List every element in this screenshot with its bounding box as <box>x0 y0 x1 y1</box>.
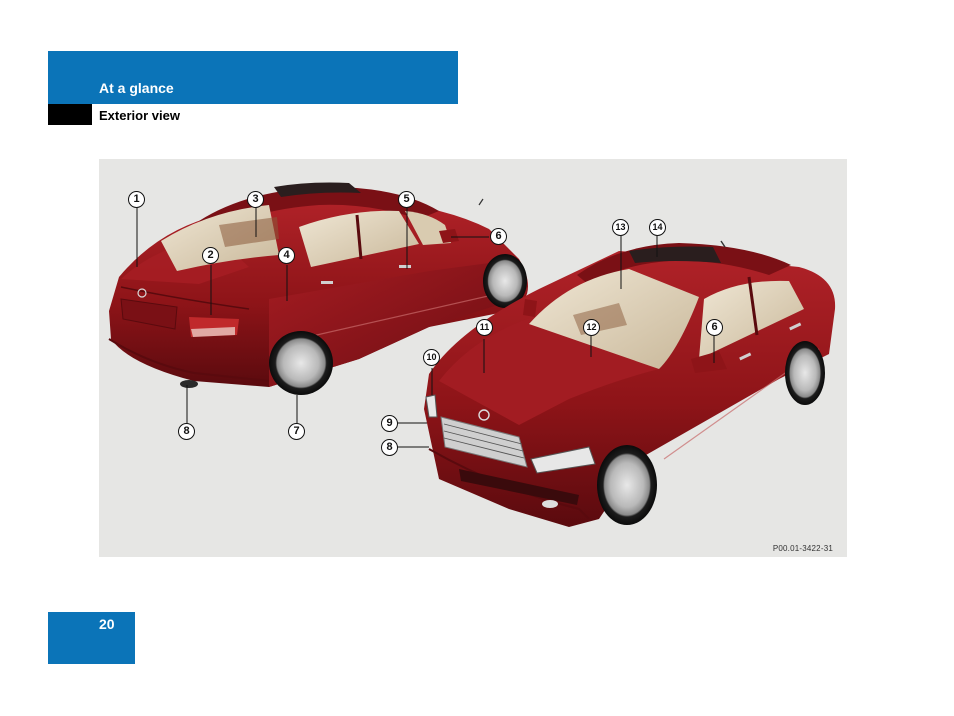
leader-lines <box>136 207 715 448</box>
callout-6-front: 6 <box>706 319 723 336</box>
callout-3: 3 <box>247 191 264 208</box>
rear-view-car <box>108 182 528 395</box>
callout-6-rear: 6 <box>490 228 507 245</box>
callout-4: 4 <box>278 247 295 264</box>
callout-8-rear: 8 <box>178 423 195 440</box>
callout-9: 9 <box>381 415 398 432</box>
callout-11: 11 <box>476 319 493 336</box>
callout-13: 13 <box>612 219 629 236</box>
callout-2: 2 <box>202 247 219 264</box>
section-marker <box>48 104 92 125</box>
callout-1: 1 <box>128 191 145 208</box>
callout-14: 14 <box>649 219 666 236</box>
figure-code: P00.01-3422-31 <box>772 544 833 553</box>
callout-12: 12 <box>583 319 600 336</box>
page-number: 20 <box>99 616 115 632</box>
callout-7: 7 <box>288 423 305 440</box>
cars-drawing <box>108 182 836 527</box>
callout-10: 10 <box>423 349 440 366</box>
exterior-view-illustration: 1 2 3 4 5 6 7 8 9 8 10 11 12 13 14 6 P00… <box>99 159 847 557</box>
page-number-box <box>48 612 135 664</box>
callout-5: 5 <box>398 191 415 208</box>
subsection-title: Exterior view <box>99 108 180 123</box>
section-title: At a glance <box>99 80 174 96</box>
header-band <box>48 51 458 104</box>
callout-8-front: 8 <box>381 439 398 456</box>
